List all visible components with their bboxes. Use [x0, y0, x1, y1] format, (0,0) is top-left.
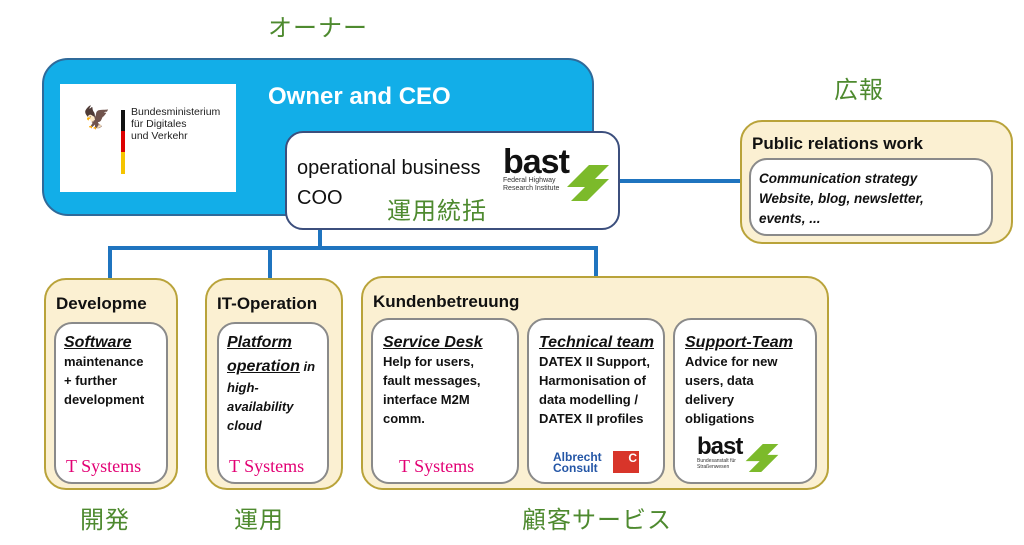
coo-text: operational business COO [297, 153, 480, 213]
bast-slash-icon [567, 165, 609, 201]
ministry-name: Bundesministerium für Digitales und Verk… [131, 106, 221, 142]
technical-team-body: DATEX II Support, Harmonisation of data … [539, 354, 650, 426]
development-header: Developme [56, 294, 147, 313]
it-operation-title1: Platform [227, 334, 292, 351]
it-operation-box: IT-Operation Platform operation in high-… [205, 278, 343, 490]
support-team-body: Advice for new users, data delivery obli… [685, 354, 778, 426]
bast-logo-sub1: Federal Highway [503, 177, 556, 184]
german-flag-bar [121, 110, 125, 174]
it-operation-body: high- availability cloud [227, 380, 294, 433]
coo-line2: COO [297, 187, 343, 209]
pr-inner-box: Communication strategy Website, blog, ne… [749, 158, 993, 236]
pr-header: Public relations work [752, 134, 923, 153]
bast-logo-sub2: Research Institute [503, 185, 560, 192]
bast-logo-sub1: Bundesanstalt für [697, 458, 736, 464]
owner-title: Owner and CEO [268, 83, 451, 110]
connector-horizontal-bar [108, 246, 598, 250]
ministry-logo: 🦅 Bundesministerium für Digitales und Ve… [60, 84, 236, 192]
owner-jp-label: オーナー [268, 14, 368, 42]
bast-logo-word: bast [503, 143, 570, 181]
development-title: Software [64, 334, 132, 351]
service-desk-title: Service Desk [383, 334, 483, 351]
development-body: maintenance + further development [64, 354, 145, 407]
customer-service-jp-label: 顧客サービス [522, 506, 672, 534]
support-team-box: Support-Team Advice for new users, data … [673, 318, 817, 484]
it-operation-title2: operation [227, 358, 300, 375]
development-inner-box: Software maintenance + further developme… [54, 322, 168, 484]
development-jp-label: 開発 [80, 506, 130, 534]
technical-team-title: Technical team [539, 334, 655, 351]
coo-jp-label: 運用統括 [387, 197, 487, 225]
connector-to-pr [620, 179, 742, 183]
connector-to-it-operation [268, 246, 272, 278]
pr-box: Public relations work Communication stra… [740, 120, 1013, 244]
customer-header: Kundenbetreuung [373, 292, 520, 311]
connector-to-development [108, 246, 112, 278]
tsystems-logo: T Systems [229, 456, 305, 476]
albrecht-consult-badge: C [613, 451, 639, 473]
coo-line1: operational business [297, 157, 481, 179]
service-desk-box: Service Desk Help for users, fault messa… [371, 318, 519, 484]
bast-slash-icon [745, 444, 779, 472]
it-operation-title2-suffix: in [299, 359, 316, 374]
pr-body: Communication strategy Website, blog, ne… [759, 171, 924, 226]
bast-logo: bast Bundesanstalt für Straßenwesen [697, 433, 743, 471]
tsystems-logo: T Systems [399, 456, 475, 476]
bast-logo-word: bast [697, 433, 743, 460]
customer-box: Kundenbetreuung Service Desk Help for us… [361, 276, 829, 490]
support-team-title: Support-Team [685, 334, 793, 351]
it-operation-inner-box: Platform operation in high- availability… [217, 322, 329, 484]
it-operation-header: IT-Operation [217, 294, 318, 313]
development-box: Developme Software maintenance + further… [44, 278, 178, 490]
operation-jp-label: 運用 [234, 506, 284, 534]
albrecht-consult-logo: Albrecht Consult [553, 450, 602, 475]
service-desk-body: Help for users, fault messages, interfac… [383, 354, 481, 426]
tsystems-logo: T Systems [66, 456, 142, 476]
bast-logo: bast Federal Highway Research Institute [503, 143, 570, 193]
bast-logo-sub2: Straßenwesen [697, 464, 730, 470]
pr-jp-label: 広報 [834, 76, 884, 104]
connector-to-customer [594, 246, 598, 278]
technical-team-box: Technical team DATEX II Support, Harmoni… [527, 318, 665, 484]
federal-eagle-icon: 🦅 [83, 106, 111, 131]
coo-box: operational business COO 運用統括 bast Feder… [285, 131, 620, 230]
connector-coo-down [318, 229, 322, 249]
